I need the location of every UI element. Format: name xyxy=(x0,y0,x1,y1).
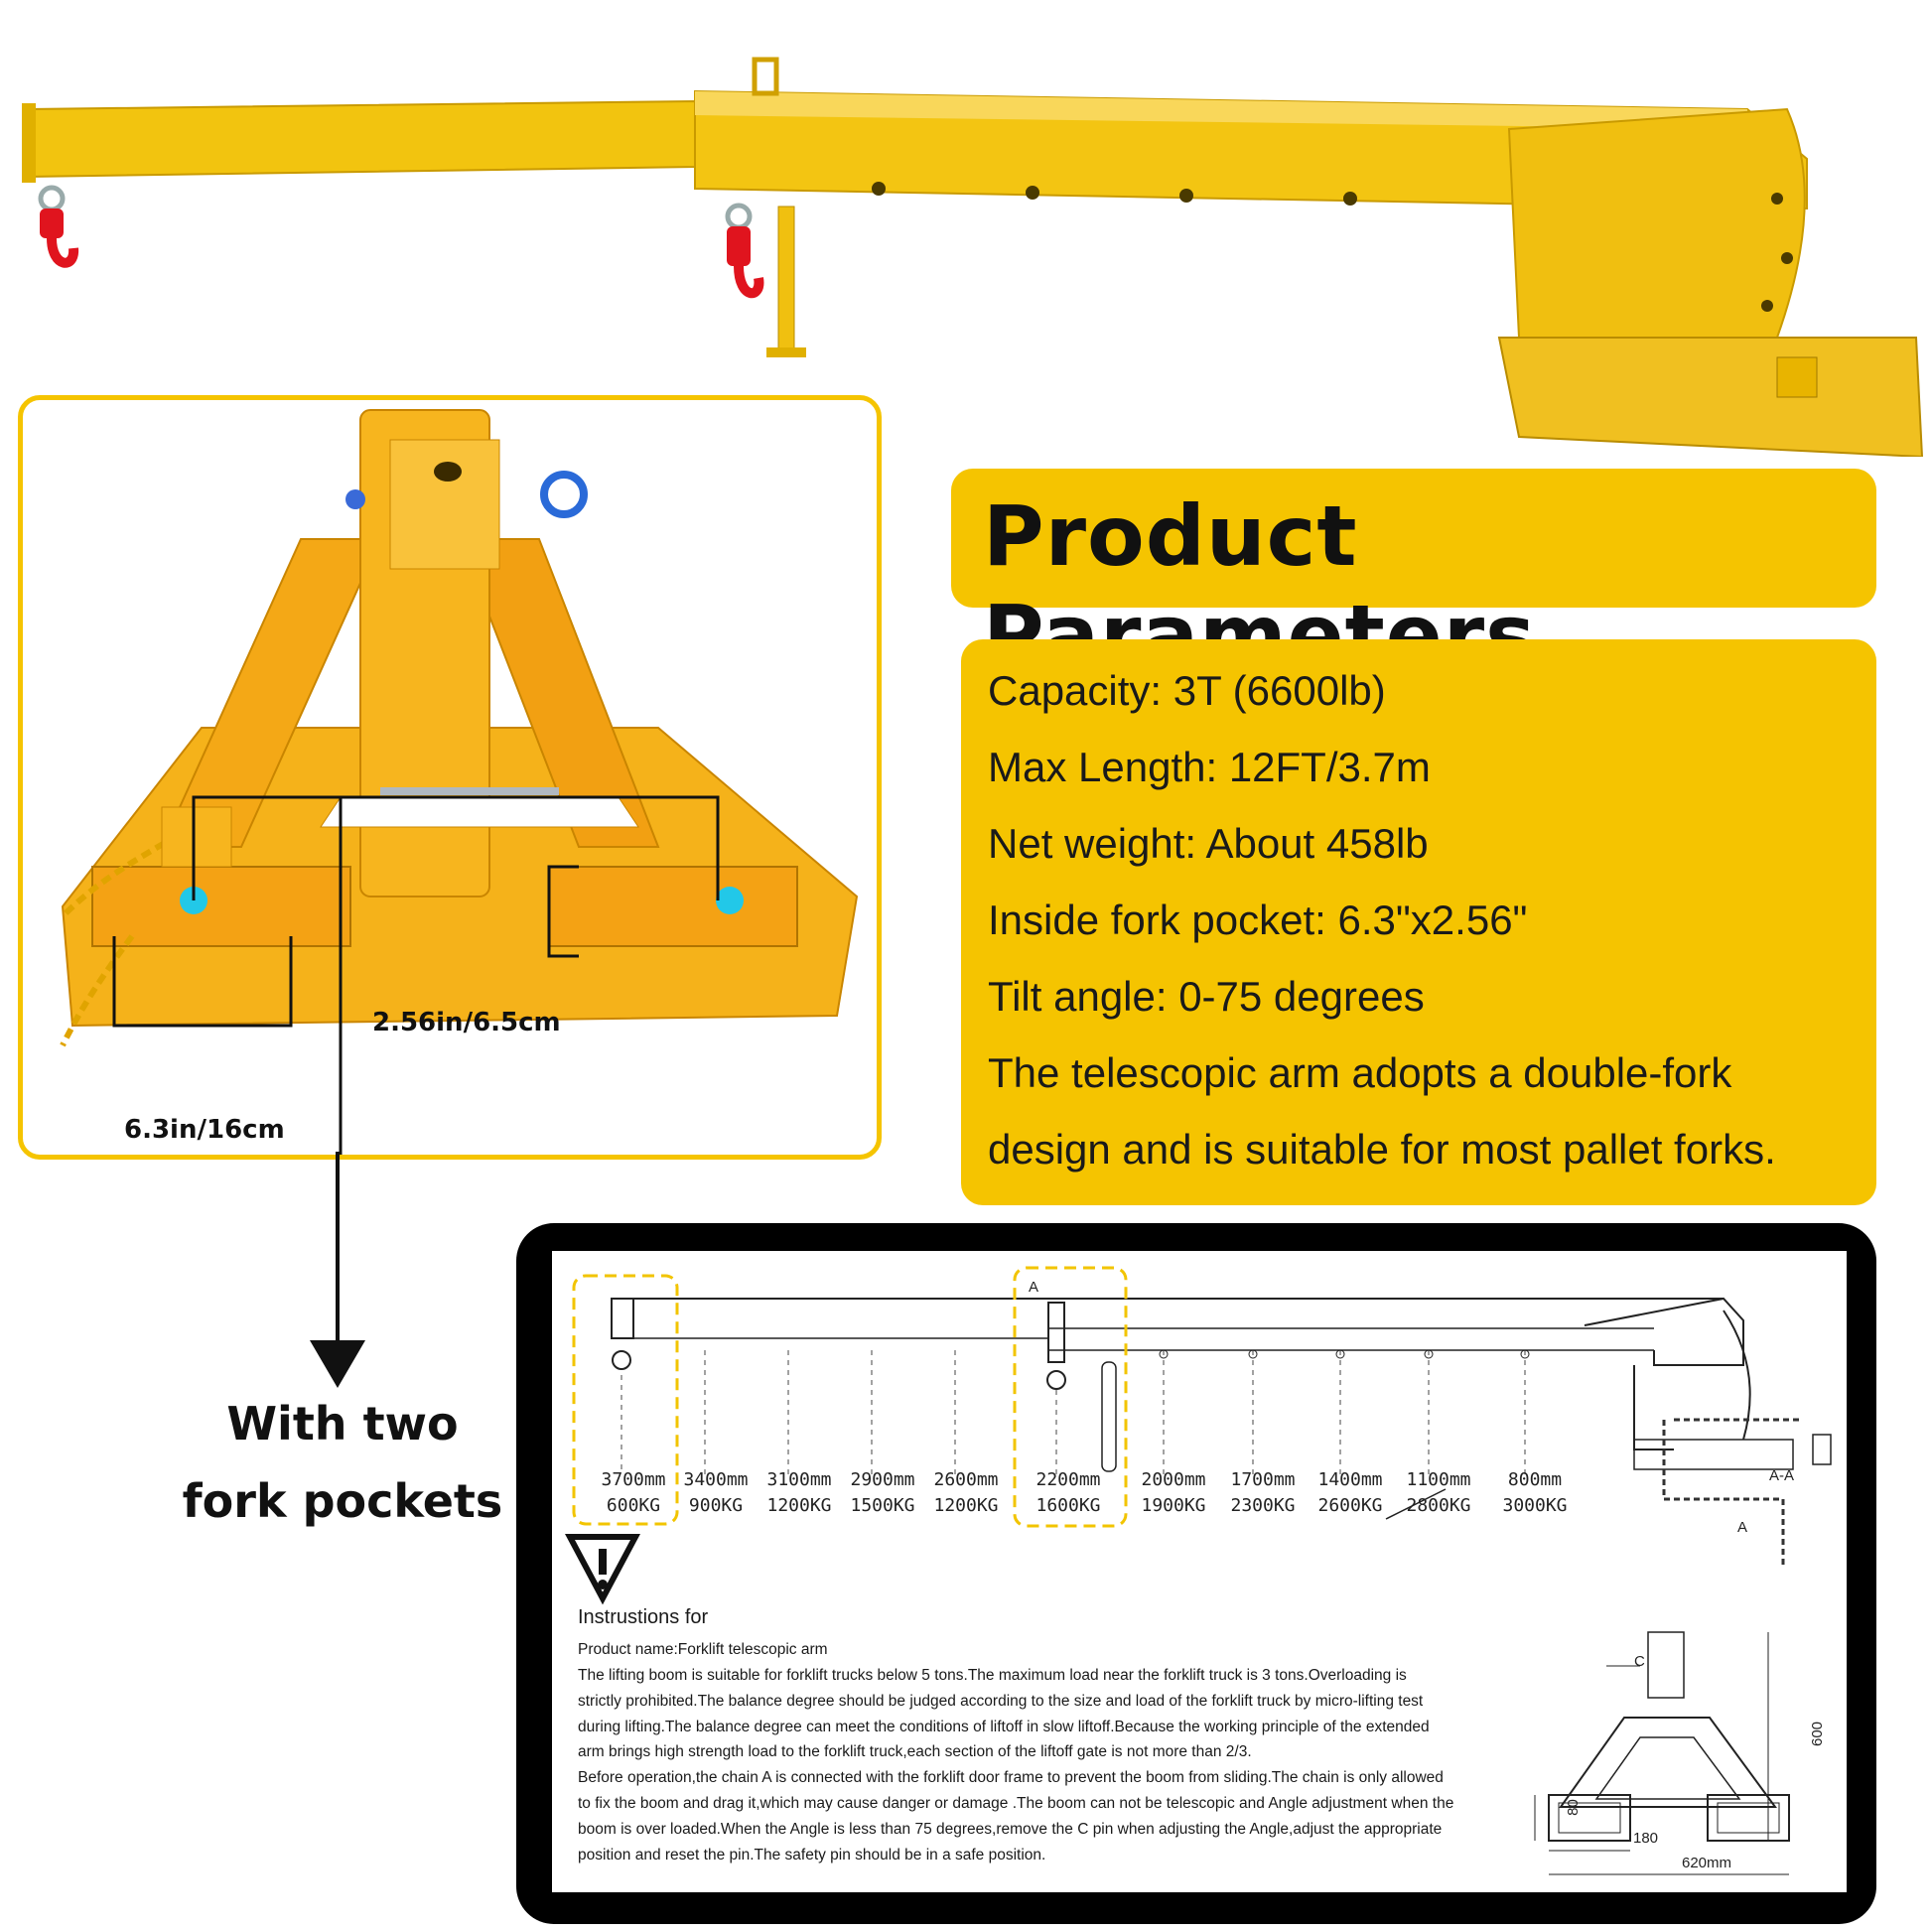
chain-label-a: A xyxy=(1029,1279,1039,1296)
fork-pocket-photo: 2.56in/6.5cm 6.3in/16cm xyxy=(18,395,882,1160)
dim-180: 180 xyxy=(1633,1830,1659,1847)
fork-pocket-callout: With two fork pockets xyxy=(179,1385,506,1540)
pocket-marker-right xyxy=(716,887,744,914)
boom-schematic xyxy=(565,1266,1832,1875)
param-net-weight: Net weight: About 458lb xyxy=(988,820,1429,867)
pocket-height-label: 2.56in/6.5cm xyxy=(372,1008,561,1037)
callout-line-2: fork pockets xyxy=(182,1474,503,1528)
boom-illustration xyxy=(22,57,1924,457)
param-description-1: The telescopic arm adopts a double-fork xyxy=(988,1049,1732,1096)
instructions-product-name: Product name:Forklift telescopic arm xyxy=(578,1641,828,1658)
param-capacity: Capacity: 3T (6600lb) xyxy=(988,667,1386,714)
parameters-panel xyxy=(961,639,1876,1205)
instructions-title: Instrustions for xyxy=(578,1606,709,1628)
pin-label-c: C xyxy=(1634,1653,1645,1670)
chain-label-a2: A xyxy=(1737,1519,1748,1536)
technical-drawing xyxy=(552,1251,1847,1892)
param-tilt-angle: Tilt angle: 0-75 degrees xyxy=(988,973,1425,1020)
down-arrow-icon xyxy=(310,1152,365,1388)
param-description-2: design and is suitable for most pallet f… xyxy=(988,1126,1776,1173)
param-fork-pocket: Inside fork pocket: 6.3"x2.56" xyxy=(988,897,1528,943)
dim-600: 600 xyxy=(1809,1721,1827,1747)
title-panel xyxy=(951,469,1876,608)
dim-620: 620mm xyxy=(1682,1855,1732,1871)
callout-line-1: With two xyxy=(226,1397,459,1450)
instructions-body: The lifting boom is suitable for forklif… xyxy=(578,1667,1454,1863)
warning-icon xyxy=(565,1534,640,1605)
section-label-aa: A-A xyxy=(1769,1467,1795,1484)
param-max-length: Max Length: 12FT/3.7m xyxy=(988,744,1431,790)
hook-left-icon xyxy=(38,185,79,268)
pocket-width-label: 6.3in/16cm xyxy=(124,1115,285,1145)
hook-right-icon xyxy=(725,203,764,299)
